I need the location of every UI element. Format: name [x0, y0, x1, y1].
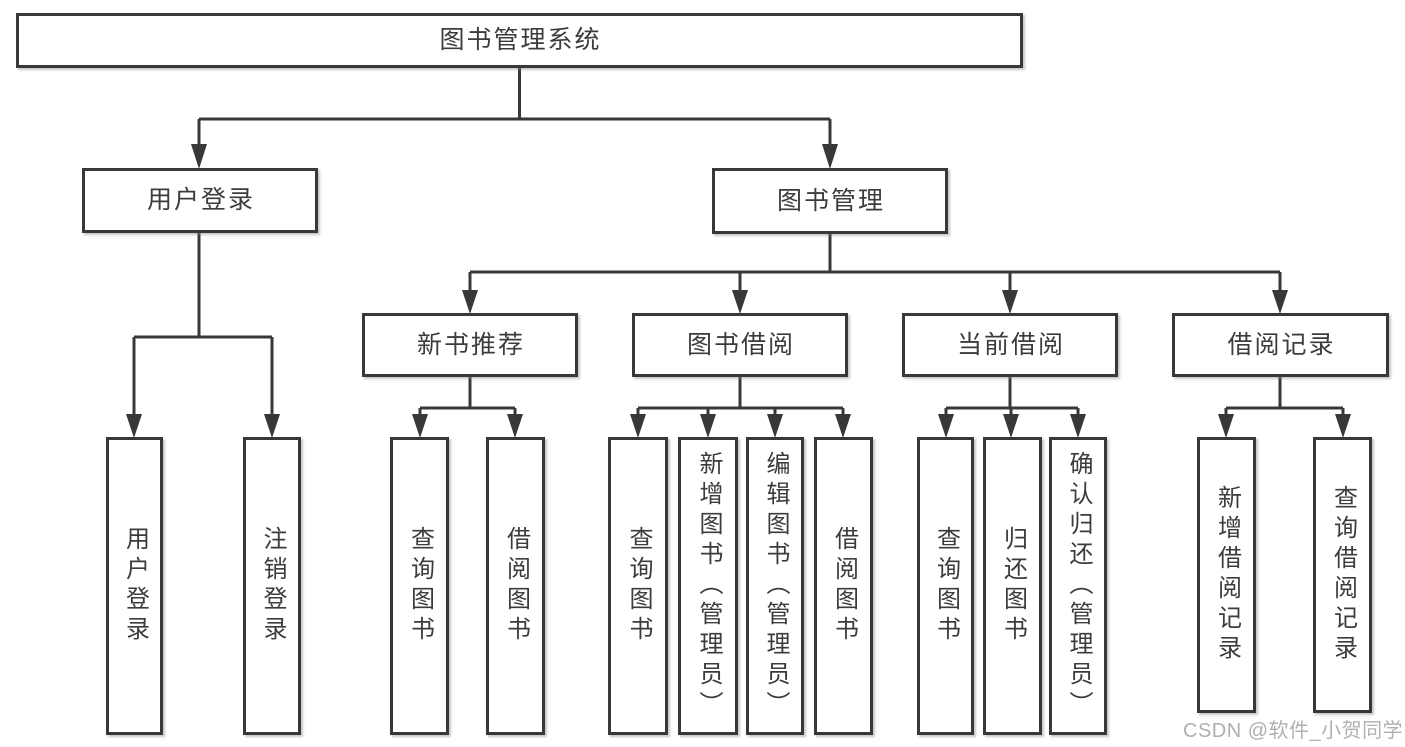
arrow-down-icon [938, 414, 954, 438]
arrow-down-icon [191, 144, 207, 169]
connector-borrow-records [1218, 377, 1351, 438]
connector-book-manage [462, 234, 1288, 314]
node-leaf-borrow-books: 借阅图书 [814, 437, 873, 735]
node-label: 用户登录 [121, 526, 149, 646]
arrow-down-icon [1335, 414, 1351, 438]
arrow-down-icon [1272, 290, 1288, 314]
connector-user-login [126, 233, 280, 438]
arrow-down-icon [1070, 414, 1086, 438]
node-label: 查询图书 [406, 526, 434, 646]
node-label: 新书推荐 [416, 330, 525, 359]
node-book-management: 图书管理 [712, 168, 948, 234]
arrow-down-icon [822, 144, 838, 169]
arrow-down-icon [700, 414, 716, 438]
arrow-down-icon [462, 290, 478, 314]
node-label: 查询图书 [932, 526, 960, 646]
node-borrowing-records: 借阅记录 [1172, 313, 1389, 377]
node-library-management-system: 图书管理系统 [16, 13, 1023, 68]
arrow-down-icon [507, 414, 523, 438]
node-leaf-query-books: 查询图书 [390, 437, 449, 735]
node-label: 新增借阅记录 [1213, 485, 1241, 665]
connector-current-borrow [938, 377, 1086, 438]
node-label: 用户登录 [146, 186, 255, 214]
node-new-book-recommendation: 新书推荐 [362, 313, 578, 377]
node-label: 借阅图书 [830, 526, 858, 646]
node-label: 注销登录 [259, 526, 286, 646]
node-label: 图书管理 [776, 186, 885, 215]
connector-new-book-rec [412, 377, 523, 438]
arrow-down-icon [126, 414, 142, 438]
arrow-down-icon [1002, 290, 1018, 314]
arrow-down-icon [767, 414, 783, 438]
node-current-borrowing: 当前借阅 [902, 313, 1118, 377]
node-leaf-edit-books-admin: 编辑图书（管理员） [746, 437, 804, 735]
watermark: CSDN @软件_小贺同学 [1183, 720, 1404, 742]
node-leaf-return-books: 归还图书 [983, 437, 1042, 735]
node-leaf-query-books: 查询图书 [917, 437, 974, 735]
node-book-borrowing: 图书借阅 [632, 313, 848, 377]
node-leaf-borrow-books: 借阅图书 [486, 437, 545, 735]
node-leaf-logout: 注销登录 [243, 437, 301, 735]
node-label: 借阅图书 [502, 526, 530, 646]
node-label: 归还图书 [999, 526, 1027, 646]
node-label: 借阅记录 [1227, 330, 1336, 359]
node-label: 查询图书 [625, 526, 652, 646]
node-label: 查询借阅记录 [1329, 485, 1357, 665]
arrow-down-icon [630, 414, 646, 438]
node-leaf-add-books-admin: 新增图书（管理员） [678, 437, 738, 735]
node-label: 图书借阅 [686, 330, 795, 359]
connector-root [191, 68, 838, 169]
node-label: 新增图书（管理员） [695, 451, 722, 721]
arrow-down-icon [1003, 414, 1019, 438]
arrow-down-icon [835, 414, 851, 438]
node-label: 编辑图书（管理员） [762, 451, 789, 721]
node-leaf-query-books: 查询图书 [608, 437, 668, 735]
arrow-down-icon [732, 290, 748, 314]
node-label: 确认归还（管理员） [1065, 451, 1092, 721]
node-label: 图书管理系统 [439, 26, 602, 54]
node-leaf-confirm-return-admin: 确认归还（管理员） [1049, 437, 1107, 735]
node-leaf-query-borrow-record: 查询借阅记录 [1313, 437, 1372, 713]
node-label: 当前借阅 [956, 330, 1065, 359]
connector-book-borrow [630, 377, 851, 438]
node-leaf-add-borrow-record: 新增借阅记录 [1197, 437, 1256, 713]
node-leaf-user-login: 用户登录 [106, 437, 163, 735]
arrow-down-icon [264, 414, 280, 438]
node-user-login: 用户登录 [82, 168, 318, 233]
arrow-down-icon [1218, 414, 1234, 438]
arrow-down-icon [412, 414, 428, 438]
